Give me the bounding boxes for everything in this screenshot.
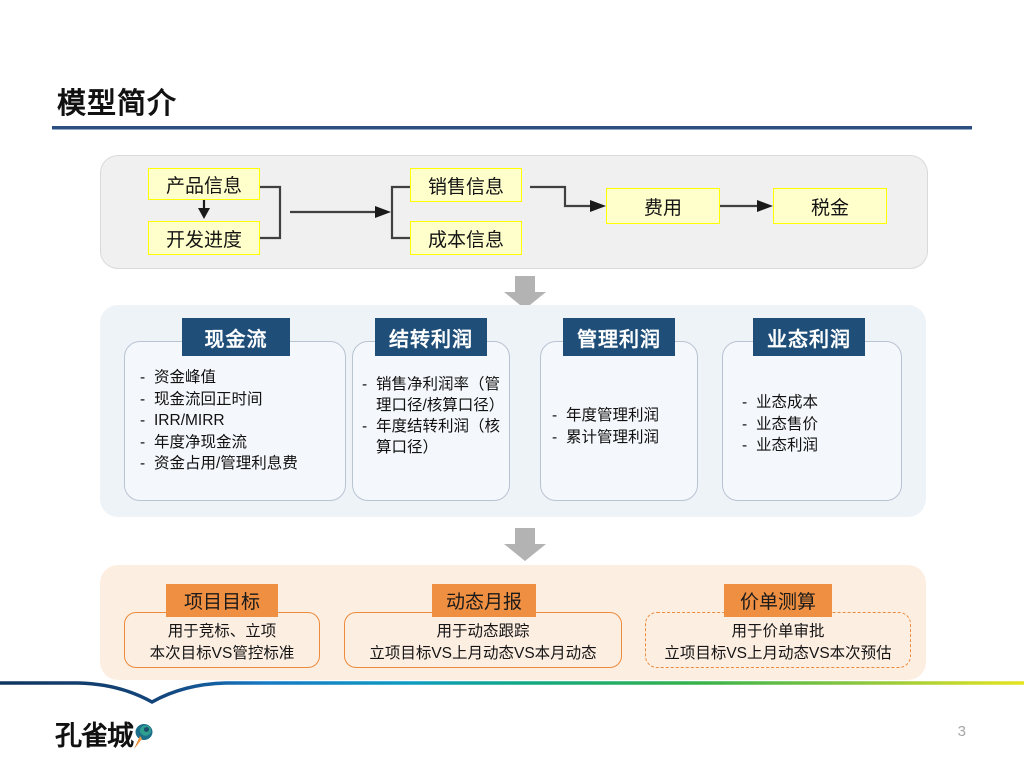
page-title: 模型简介 bbox=[57, 88, 178, 120]
flow-box-label: 费用 bbox=[643, 197, 682, 219]
bullet-dash: - bbox=[140, 433, 146, 451]
bullet-dash: - bbox=[140, 369, 146, 386]
list-item: -业态利润 bbox=[742, 436, 892, 457]
application-line-1: 用于动态跟踪 bbox=[436, 623, 530, 640]
bullet-dash: - bbox=[552, 428, 558, 446]
list-item: -年度净现金流 bbox=[140, 433, 340, 454]
list-item-text: 资金峰值 bbox=[154, 369, 217, 386]
application-card-title-dynamic-monthly-report: 动态月报 bbox=[432, 584, 536, 617]
flow-box-label: 税金 bbox=[810, 197, 849, 219]
bullet-list: -资金峰值 -现金流回正时间 -IRR/MIRR -年度净现金流 -资金占用/管… bbox=[140, 368, 340, 475]
flow-box-sales-info[interactable]: 销售信息 bbox=[410, 168, 522, 202]
list-item-text: 累计管理利润 bbox=[566, 428, 660, 446]
list-item: -年度管理利润 bbox=[552, 406, 694, 427]
card-title-text: 管理利润 bbox=[577, 328, 661, 351]
card-title-text: 项目目标 bbox=[183, 592, 260, 613]
bullet-dash: - bbox=[140, 412, 146, 430]
bullet-dash: - bbox=[362, 418, 368, 436]
bullet-dash: - bbox=[140, 455, 146, 473]
application-line-2: 本次目标VS管控标准 bbox=[149, 645, 295, 663]
bullet-list: -销售净利润率（管理口径/核算口径） -年度结转利润（核算口径） bbox=[362, 375, 504, 458]
list-item: -年度结转利润（核算口径） bbox=[362, 417, 504, 458]
down-arrow-icon bbox=[504, 528, 546, 561]
application-card-body-price-list-calculation: 用于价单审批 立项目标VS上月动态VS本次预估 bbox=[645, 621, 911, 666]
output-card-title-management-profit: 管理利润 bbox=[563, 318, 675, 356]
footer-gradient-rule bbox=[0, 681, 1024, 704]
card-title-text: 现金流 bbox=[204, 328, 268, 351]
output-card-title-cash-flow: 现金流 bbox=[182, 318, 290, 356]
list-item-text: 业态成本 bbox=[756, 394, 819, 411]
flow-box-cost-info[interactable]: 成本信息 bbox=[410, 221, 522, 255]
page-number: 3 bbox=[957, 723, 966, 740]
peacock-feather-icon bbox=[131, 723, 153, 753]
list-item-text: 现金流回正时间 bbox=[154, 390, 263, 408]
bullet-dash: - bbox=[552, 407, 558, 424]
list-item: -业态售价 bbox=[742, 415, 892, 436]
list-item-text: 年度结转利润（核算口径） bbox=[376, 418, 501, 456]
output-card-format-profit[interactable] bbox=[722, 341, 902, 501]
output-card-body-format-profit: -业态成本 -业态售价 -业态利润 bbox=[742, 393, 892, 458]
card-title-text: 业态利润 bbox=[767, 328, 851, 351]
card-title-text: 结转利润 bbox=[389, 328, 473, 351]
list-item: -业态成本 bbox=[742, 393, 892, 414]
output-card-title-carryover-profit: 结转利润 bbox=[375, 318, 487, 356]
bullet-list: -年度管理利润 -累计管理利润 bbox=[552, 406, 694, 448]
flow-box-product-info[interactable]: 产品信息 bbox=[148, 168, 260, 200]
application-line-1: 用于价单审批 bbox=[731, 623, 825, 640]
application-card-project-target[interactable] bbox=[124, 612, 320, 668]
list-item: -资金占用/管理利息费 bbox=[140, 454, 340, 475]
list-item-text: 销售净利润率（管理口径/核算口径） bbox=[376, 376, 505, 414]
list-item: -现金流回正时间 bbox=[140, 390, 340, 411]
application-line-1: 用于竞标、立项 bbox=[167, 623, 277, 640]
brand-logo-text: 孔雀城 bbox=[55, 721, 134, 752]
list-item-text: 资金占用/管理利息费 bbox=[154, 455, 298, 473]
output-card-carryover-profit[interactable] bbox=[352, 341, 510, 501]
output-card-title-format-profit: 业态利润 bbox=[753, 318, 865, 356]
list-item-text: 业态利润 bbox=[756, 437, 819, 455]
output-card-cash-flow[interactable] bbox=[124, 341, 346, 501]
output-card-management-profit[interactable] bbox=[540, 341, 698, 501]
list-item-text: IRR/MIRR bbox=[154, 412, 225, 430]
flow-box-label: 成本信息 bbox=[427, 229, 504, 251]
brand-logo: 孔雀城 bbox=[55, 714, 153, 753]
flow-box-label: 产品信息 bbox=[165, 175, 242, 197]
output-card-body-management-profit: -年度管理利润 -累计管理利润 bbox=[552, 406, 694, 449]
flow-box-expense[interactable]: 费用 bbox=[606, 188, 720, 224]
card-title-text: 价单测算 bbox=[739, 592, 816, 613]
title-divider-secondary bbox=[52, 129, 972, 130]
flow-box-tax[interactable]: 税金 bbox=[773, 188, 887, 224]
list-item: -IRR/MIRR bbox=[140, 411, 340, 432]
list-item: -资金峰值 bbox=[140, 368, 340, 389]
bullet-dash: - bbox=[140, 390, 146, 408]
list-item-text: 年度净现金流 bbox=[154, 433, 248, 451]
application-card-title-price-list-calculation: 价单测算 bbox=[724, 584, 832, 617]
application-card-dynamic-monthly-report[interactable] bbox=[344, 612, 622, 668]
application-card-price-list-calculation[interactable] bbox=[645, 612, 911, 668]
down-arrow-icon bbox=[504, 276, 546, 309]
bullet-dash: - bbox=[742, 437, 748, 455]
flow-box-label: 销售信息 bbox=[427, 176, 504, 198]
title-divider bbox=[52, 126, 972, 129]
list-item-text: 年度管理利润 bbox=[566, 407, 660, 424]
list-item: -累计管理利润 bbox=[552, 428, 694, 449]
list-item-text: 业态售价 bbox=[756, 415, 819, 433]
bullet-dash: - bbox=[362, 376, 368, 393]
card-title-text: 动态月报 bbox=[445, 592, 522, 613]
bullet-dash: - bbox=[742, 394, 748, 411]
flow-box-label: 开发进度 bbox=[165, 229, 242, 251]
bullet-list: -业态成本 -业态售价 -业态利润 bbox=[742, 393, 892, 457]
application-line-2: 立项目标VS上月动态VS本次预估 bbox=[664, 645, 892, 663]
flow-box-development-progress[interactable]: 开发进度 bbox=[148, 221, 260, 255]
application-card-title-project-target: 项目目标 bbox=[166, 584, 278, 617]
output-card-body-cash-flow: -资金峰值 -现金流回正时间 -IRR/MIRR -年度净现金流 -资金占用/管… bbox=[140, 368, 340, 476]
application-card-body-dynamic-monthly-report: 用于动态跟踪 立项目标VS上月动态VS本月动态 bbox=[344, 621, 622, 666]
application-line-2: 立项目标VS上月动态VS本月动态 bbox=[369, 645, 597, 663]
output-card-body-carryover-profit: -销售净利润率（管理口径/核算口径） -年度结转利润（核算口径） bbox=[362, 375, 504, 459]
bullet-dash: - bbox=[742, 415, 748, 433]
application-card-body-project-target: 用于竞标、立项 本次目标VS管控标准 bbox=[124, 621, 320, 666]
list-item: -销售净利润率（管理口径/核算口径） bbox=[362, 375, 504, 416]
